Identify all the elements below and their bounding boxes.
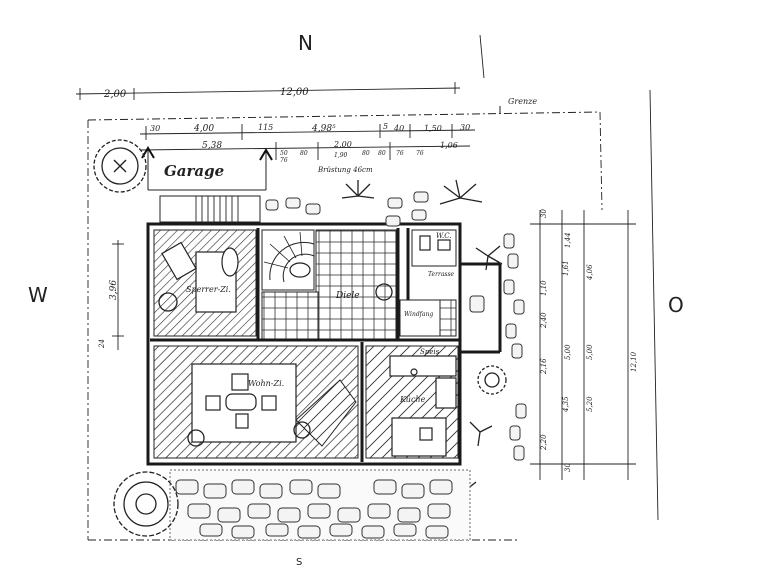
right-dim-col1-2: 2,16 [540,358,548,375]
bruestung-label: Brüstung 46cm [317,166,373,174]
top-dim-row2-0: 30 [150,124,160,133]
room-diele [261,229,397,341]
top-dim-row3-0: 5,38 [202,141,222,151]
wc-label: W.C. [436,232,452,240]
right-dim-col2-1: 1,61 [562,260,570,276]
left-dimension-chain [112,240,124,350]
compass-north: N [298,31,313,55]
right-dim-col1-1: 2,20 [540,434,548,451]
garage-stairs [159,195,261,223]
right-dim-col1-3: 2,40 [540,312,548,329]
top-dimension-chain-3 [139,142,471,160]
top-dim-small-6: 76 [396,150,404,157]
paver-stones-top [265,191,429,227]
right-dim-col2-3: 5,00 [586,344,594,360]
top-dim-small-0: 50 [280,150,288,157]
top-dimension-chain-2 [139,124,476,140]
room-left-label: Sperrer-Zi. [186,285,231,294]
top-dim-row2-6: 1,50 [424,124,442,133]
top-dim-row2-4: 5 [383,122,388,131]
room-windfang [399,299,457,337]
right-dim-col4-0: 12,10 [630,351,638,372]
speis-label: Speis [420,348,440,356]
top-dim-row2-5: 40 [393,124,404,133]
garage-label: Garage [164,162,224,180]
plant-icon [477,365,507,395]
top-dim-row2-3: 4,98⁵ [311,124,336,134]
bottom-mark: S [296,557,302,567]
plant-icon [341,180,375,199]
right-dim-col3-0: 5,20 [586,396,594,412]
house-outer-walls [146,222,502,466]
room-wohn [153,345,359,459]
top-dim-row2-1: 4,00 [193,124,214,134]
right-dim-col2-0: 4,35 [562,396,570,413]
right-dimension-chains [530,210,636,480]
kueche-label: Küche [399,395,426,404]
right-dim-col1-6: 30 [564,463,572,472]
top-dim-small-4: 1,90 [334,152,348,159]
wohn-label: Wohn-Zi. [248,379,284,388]
top-dimension-chain-1 [75,82,461,100]
diele-label: Diele [335,291,360,301]
top-dim-small-3: 80 [378,150,386,157]
top-dim-row3-2: 1,06 [440,141,458,150]
room-wc [411,229,457,267]
plant-icon [439,179,483,205]
terrasse-label: Terrasse [428,271,455,278]
bottom-terrace [169,469,471,541]
top-dim-row2-2: 115 [258,123,273,132]
compass-east: O [668,293,684,317]
plant-icon [475,245,503,271]
plant-icon [484,372,500,388]
top-dim-row2-7: 30 [460,123,470,132]
spiral-staircase [261,229,315,291]
top-dim-1: 2,00 [103,89,127,100]
right-dim-col1-5: 1,44 [564,232,572,248]
right-dim-col1-4: 5,00 [564,344,572,360]
compass-west: W [28,283,48,307]
top-dim-small-5: 80 [362,150,370,157]
right-dim-col2-2: 1,10 [540,280,548,296]
tree-top-left-icon [93,139,147,193]
interior-walls [150,228,460,462]
windfang-label: Windfang [404,311,433,318]
top-dim-small-1: 76 [280,157,288,164]
top-dim-2: 12,00 [280,87,309,98]
top-dim-small-2: 80 [300,150,308,157]
right-dim-col3-1: 4,06 [586,264,594,281]
left-dim-2: 24 [98,339,106,349]
room-left [153,229,257,337]
top-dim-row3-1: 2,00 [333,140,352,149]
room-kueche [365,345,459,459]
right-dim-col1-0: 30 [540,209,548,218]
left-dim-1: 3,96 [109,280,119,300]
tree-bottom-left-icon [113,471,179,537]
plant-icon [469,421,493,447]
grenze-label: Grenze [508,97,537,106]
paver-stones-right [469,233,527,461]
top-dim-small-7: 76 [416,150,424,157]
